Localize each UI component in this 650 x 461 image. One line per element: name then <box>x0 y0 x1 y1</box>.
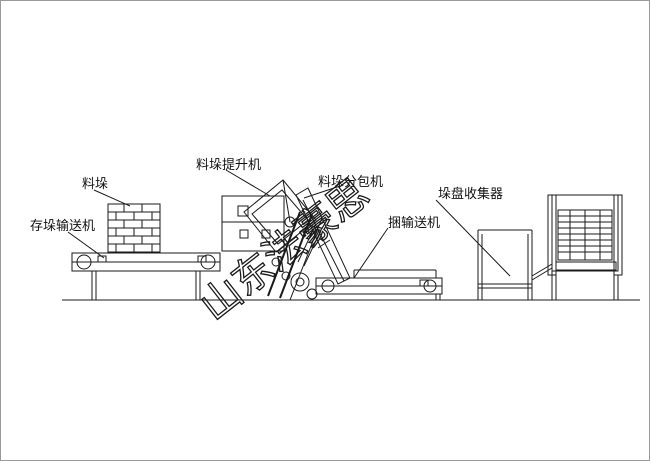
material-stack <box>107 203 161 253</box>
tray-collector-frame <box>477 229 553 300</box>
storage-conveyor <box>71 252 221 300</box>
bundle-conveyor <box>315 269 443 300</box>
watermark-text: 山东法豪思 <box>192 170 378 329</box>
stack-lifter <box>221 179 323 301</box>
label-bundle-conveyor: 捆输送机 <box>388 215 440 231</box>
label-storage-conveyor: 存垛输送机 <box>30 218 95 234</box>
leader-lines <box>67 169 511 279</box>
label-material-stack: 料垛 <box>82 177 108 192</box>
label-tray-collector: 垛盘收集器 <box>438 186 503 202</box>
label-stack-splitter: 料垛分包机 <box>318 175 383 190</box>
tray-stacker <box>547 194 623 300</box>
label-stack-lifter: 料垛提升机 <box>196 157 261 173</box>
